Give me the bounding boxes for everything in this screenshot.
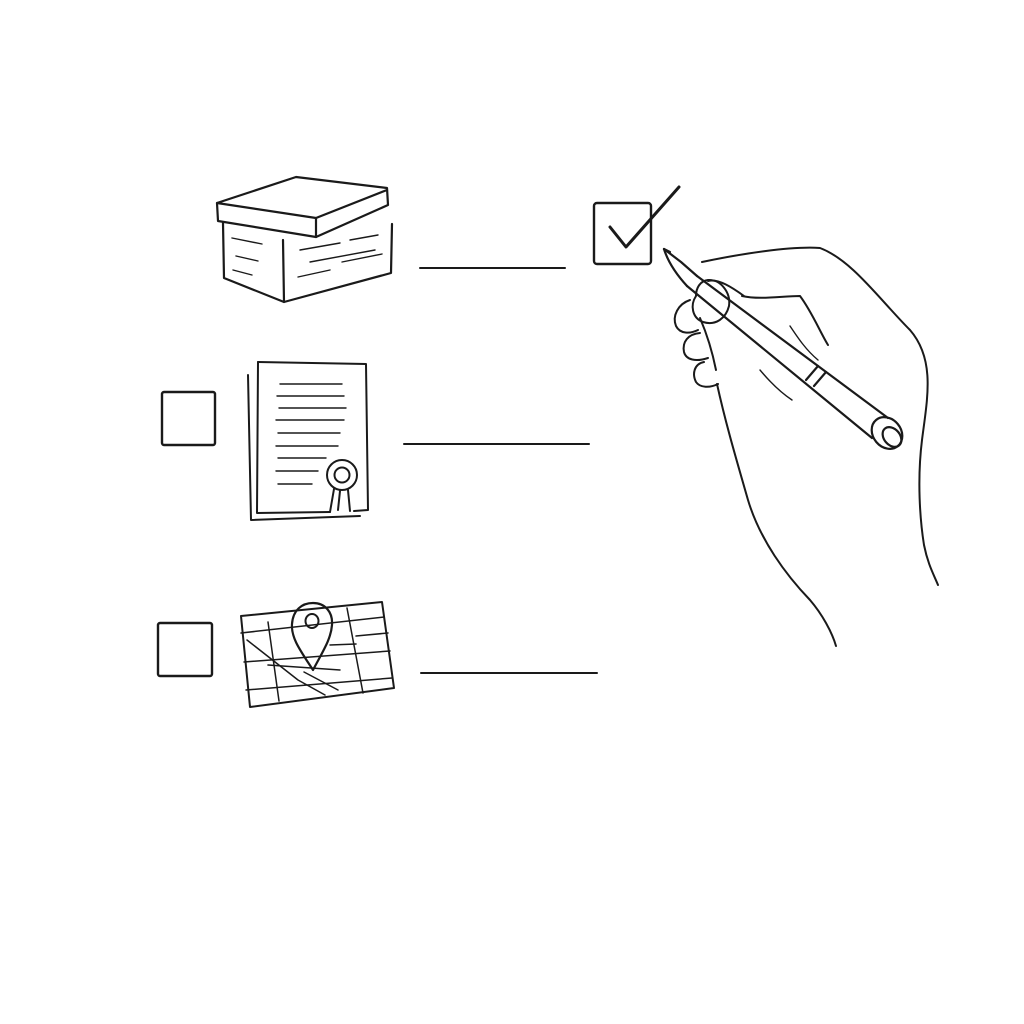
map-icon — [240, 601, 395, 708]
checkmark-icon — [608, 185, 681, 249]
hand-with-pen — [662, 246, 939, 647]
box-icon — [215, 175, 394, 304]
checkbox-1[interactable] — [592, 201, 653, 266]
checkbox-3[interactable] — [156, 621, 214, 678]
hand-icon — [673, 246, 939, 647]
checkbox-2[interactable] — [160, 390, 217, 447]
checklist-item-box — [215, 175, 681, 304]
certificate-icon — [247, 361, 369, 521]
checklist-item-map — [156, 601, 598, 708]
checklist-item-certificate — [160, 361, 590, 521]
pen-icon — [662, 247, 904, 450]
